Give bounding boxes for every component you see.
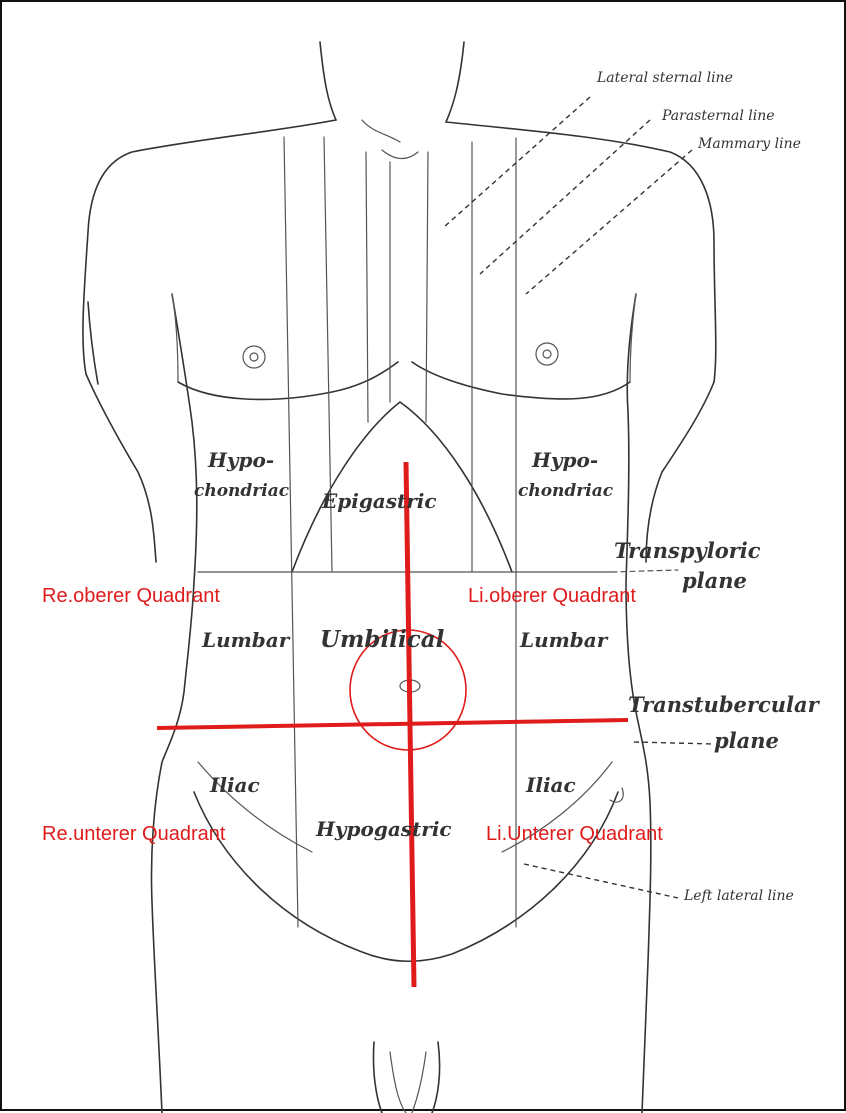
hypochondriac-left-label-1: Hypo- xyxy=(531,448,598,472)
torso-outline xyxy=(83,42,716,1113)
plane-labels: Transpyloric plane Transtubercular plane xyxy=(614,538,821,753)
lumbar-right-label: Lumbar xyxy=(201,628,291,652)
reference-line-labels: Lateral sternal line Parasternal line Ma… xyxy=(596,70,801,904)
hypogastric-label: Hypogastric xyxy=(315,817,452,841)
transpyloric-plane-label: plane xyxy=(682,568,747,593)
mammary-line-label: Mammary line xyxy=(697,136,801,152)
hypochondriac-right-label-1: Hypo- xyxy=(207,448,274,472)
quadrant-overlay xyxy=(157,462,628,987)
iliac-left-label: Iliac xyxy=(525,773,576,797)
horizontal-umbilical-line xyxy=(157,720,628,728)
lumbar-left-label: Lumbar xyxy=(519,628,609,652)
left-lateral-line-label: Left lateral line xyxy=(683,888,794,904)
quadrant-upper-right-label: Re.oberer Quadrant xyxy=(42,585,220,607)
transtubercular-label: Transtubercular xyxy=(628,692,821,717)
region-labels: Hypo- chondriac Hypo- chondriac Epigastr… xyxy=(194,448,614,841)
iliac-right-label: Iliac xyxy=(209,773,260,797)
parasternal-line-label: Parasternal line xyxy=(661,108,775,124)
umbilical-label: Umbilical xyxy=(320,626,445,653)
quadrant-lower-right-label: Re.unterer Quadrant xyxy=(42,823,226,845)
quadrant-lower-left-label: Li.Unterer Quadrant xyxy=(486,823,663,845)
hypochondriac-right-label-2: chondriac xyxy=(194,481,290,501)
hypochondriac-left-label-2: chondriac xyxy=(518,481,614,501)
vertical-guide-lines xyxy=(198,137,678,927)
quadrant-upper-left-label: Li.oberer Quadrant xyxy=(468,585,636,607)
epigastric-label: Epigastric xyxy=(321,489,437,513)
quadrant-labels: Re.oberer Quadrant Li.oberer Quadrant Re… xyxy=(42,585,663,845)
transtubercular-plane-label: plane xyxy=(714,728,779,753)
lateral-sternal-line-label: Lateral sternal line xyxy=(596,70,733,86)
transpyloric-label: Transpyloric xyxy=(614,538,761,563)
